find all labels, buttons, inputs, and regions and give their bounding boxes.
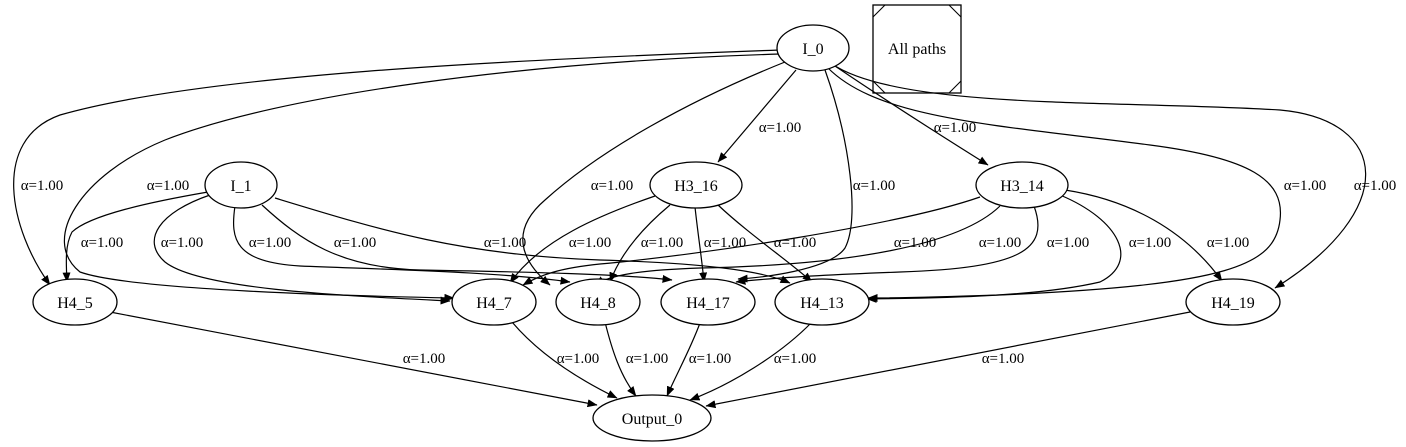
legend-corner-br (948, 80, 962, 94)
node-output-0: Output_0 (592, 394, 712, 442)
node-label-h3-14: H3_14 (1000, 178, 1044, 195)
edge-i1-h4-5 (62, 191, 209, 283)
edge-label-h3-14-h4-17: α=1.00 (1047, 235, 1090, 251)
edge-h4-7-output (511, 321, 618, 399)
edge-label-h4-7-output: α=1.00 (557, 351, 600, 367)
node-h3-16: H3_16 (649, 161, 743, 209)
edge-i0-h4-7 (63, 53, 781, 302)
legend: All paths (872, 4, 962, 94)
node-label-i-1: I_1 (230, 178, 251, 195)
edge-label-h4-17-output: α=1.00 (689, 351, 732, 367)
edge-i0-h4-5 (13, 49, 781, 286)
node-i-0: I_0 (776, 24, 850, 72)
legend-corner-bl (872, 80, 886, 94)
edge-label-i1-h4-8: α=1.00 (249, 235, 292, 251)
edge-h3-16-h4-8 (609, 204, 671, 283)
legend-corner-tr (948, 4, 962, 18)
legend-label: All paths (888, 41, 946, 58)
node-label-h4-8: H4_8 (580, 295, 616, 312)
edge-label-h3-14-h4-7: α=1.00 (894, 235, 937, 251)
edge-h3-14-h4-19 (1064, 189, 1223, 282)
node-h3-14: H3_14 (975, 161, 1069, 209)
edge-label-i0-h4-7: α=1.00 (147, 178, 190, 194)
edge-label-h3-14-h4-19: α=1.00 (1207, 235, 1250, 251)
edge-label-h3-16-h4-7: α=1.00 (569, 235, 612, 251)
edge-h3-16-h4-13 (717, 204, 813, 283)
edge-label-h3-16-h4-13: α=1.00 (774, 235, 817, 251)
edge-label-i0-h3-14: α=1.00 (934, 120, 977, 136)
edge-h3-14-h4-8 (594, 205, 1001, 286)
edge-label-h3-16-h4-8: α=1.00 (641, 235, 684, 251)
edge-label-h3-14-h4-13: α=1.00 (1129, 235, 1172, 251)
edge-h3-16-h4-7 (509, 195, 656, 284)
edge-h3-16-h4-17 (694, 206, 708, 283)
node-h4-17: H4_17 (660, 278, 756, 326)
edge-label-i1-h4-17: α=1.00 (334, 235, 377, 251)
edge-h4-19-output (705, 311, 1191, 409)
edge-label-i1-h4-7: α=1.00 (161, 235, 204, 251)
edge-i1-h4-7 (153, 194, 451, 305)
edge-label-i0-h4-19: α=1.00 (1354, 178, 1397, 194)
node-h4-13: H4_13 (774, 278, 870, 326)
edge-i1-h4-13 (274, 197, 791, 284)
edge-label-i0-h3-16: α=1.00 (759, 120, 802, 136)
edge-i0-h4-17 (737, 69, 853, 283)
node-label-h3-16: H3_16 (674, 178, 718, 195)
node-h4-7: H4_7 (451, 278, 537, 326)
node-label-i-0: I_0 (802, 41, 823, 58)
edge-i1-h4-8 (232, 205, 571, 285)
legend-corner-tl (872, 4, 886, 18)
edge-i0-h3-14 (834, 65, 989, 166)
edge-h3-14-h4-17 (735, 205, 1039, 285)
edge-i0-h4-8 (522, 61, 786, 286)
edge-h4-8-output (604, 321, 637, 397)
edge-label-i0-h4-13: α=1.00 (1284, 178, 1327, 194)
edge-h4-5-output (109, 311, 598, 408)
edge-label-i1-h4-5: α=1.00 (81, 235, 124, 251)
edge-label-h4-19-output: α=1.00 (982, 351, 1025, 367)
legend-box (872, 4, 962, 94)
edge-i0-h3-16 (717, 69, 797, 163)
edge-label-i0-h4-17: α=1.00 (853, 178, 896, 194)
node-label-h4-17: H4_17 (686, 295, 730, 312)
node-h4-8: H4_8 (555, 278, 641, 326)
edges: α=1.00 α=1.00 α=1.00 α=1.00 α=1.00 α=1.0… (13, 49, 1397, 409)
node-h4-19: H4_19 (1185, 278, 1281, 326)
edge-h3-14-h4-7 (522, 196, 981, 286)
edge-i0-h4-19 (831, 63, 1367, 289)
edge-label-h4-13-output: α=1.00 (774, 351, 817, 367)
edge-label-h4-5-output: α=1.00 (403, 351, 446, 367)
edge-label-i0-h4-5: α=1.00 (21, 178, 64, 194)
node-label-h4-7: H4_7 (476, 295, 512, 312)
node-h4-5: H4_5 (32, 278, 118, 326)
edge-label-h4-8-output: α=1.00 (626, 351, 669, 367)
edge-h4-17-output (666, 322, 701, 397)
node-label-h4-19: H4_19 (1211, 295, 1255, 312)
edge-h3-14-h4-13 (866, 194, 1122, 303)
edge-label-h3-14-h4-8: α=1.00 (979, 235, 1022, 251)
node-i-1: I_1 (204, 161, 278, 209)
node-label-h4-5: H4_5 (57, 295, 93, 312)
edge-label-i1-h4-13: α=1.00 (484, 235, 527, 251)
nodes: I_0 I_1 H3_16 H3_14 H4_5 H4_7 H4_8 H4_1 (32, 24, 1281, 442)
node-label-output-0: Output_0 (622, 411, 682, 428)
node-label-h4-13: H4_13 (800, 295, 844, 312)
edge-h4-13-output (689, 321, 813, 401)
edge-label-i0-h4-8: α=1.00 (591, 178, 634, 194)
